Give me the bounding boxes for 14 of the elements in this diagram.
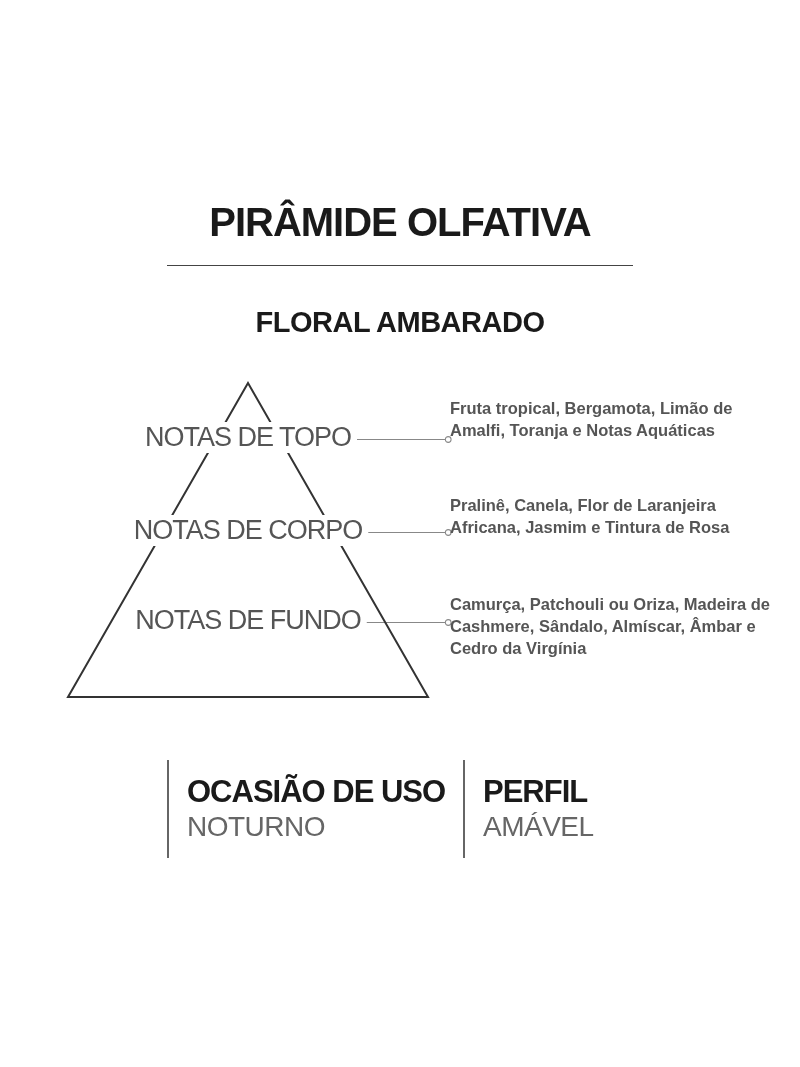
info-value: NOTURNO <box>187 810 327 844</box>
title: PIRÂMIDE OLFATIVA <box>209 200 591 244</box>
info-heading: PERFIL <box>483 774 589 810</box>
note-list: Pralinê, Canela, Flor de Laranjeira Africana, Jasmim e Tintura de Rosa <box>450 494 770 538</box>
info-block <box>463 760 594 858</box>
info-heading: OCASIÃO DE USO <box>187 774 446 810</box>
info-value: AMÁVEL <box>483 810 594 844</box>
note-list: Camurça, Patchouli ou Oriza, Madeira de Cashmere, Sândalo, Almíscar, Âmbar e Cedro da Virgínia <box>450 593 770 659</box>
subtitle: FLORAL AMBARADO <box>255 306 545 338</box>
leader-line <box>356 436 452 443</box>
leader-line <box>366 619 452 626</box>
leader-line <box>367 529 452 536</box>
info-block <box>167 760 446 858</box>
note-list: Fruta tropical, Bergamota, Limão de Amalfi, Toranja e Notas Aquáticas <box>450 397 770 441</box>
